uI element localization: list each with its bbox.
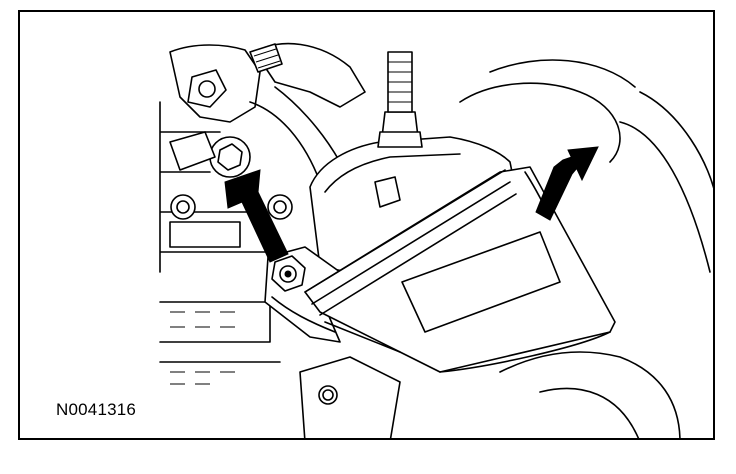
callout-arrow-bolt: [224, 169, 289, 263]
engine-oil-filter-illustration: [159, 42, 713, 438]
oil-filter: [304, 166, 616, 373]
callout-arrow-filter: [535, 146, 599, 221]
block-fasteners: [169, 43, 293, 220]
oil-filter-adapter: [264, 51, 516, 343]
figure-reference-number: N0041316: [54, 400, 139, 420]
figure-frame: N0041316: [18, 10, 715, 440]
